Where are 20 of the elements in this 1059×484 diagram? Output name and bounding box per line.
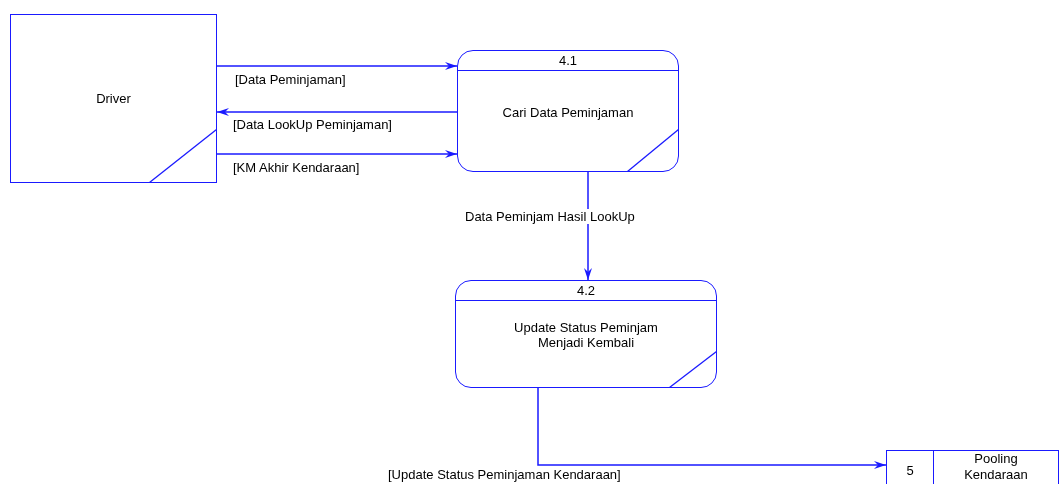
data-flow-arrow <box>216 62 458 70</box>
data-flow-arrow <box>537 387 887 469</box>
edge-label: [Update Status Peminjaman Kendaraan] <box>388 467 621 482</box>
store-name: Pooling Kendaraan <box>963 451 1029 483</box>
edge-label: [KM Akhir Kendaraan] <box>233 160 360 175</box>
process-number: 4.1 <box>558 53 578 68</box>
process-number: 4.2 <box>576 283 596 298</box>
process-name: Update Status Peminjam Menjadi Kembali <box>513 320 659 350</box>
entity-name: Driver <box>96 91 131 106</box>
edge-label: [Data Peminjaman] <box>235 72 346 87</box>
edge-label: Data Peminjam Hasil LookUp <box>465 209 635 224</box>
process-box <box>457 50 679 172</box>
data-flow-arrow <box>216 150 458 158</box>
process-name: Cari Data Peminjaman <box>502 104 634 120</box>
store-number: 5 <box>906 463 914 478</box>
edge-label: [Data LookUp Peminjaman] <box>233 117 392 132</box>
process-box <box>455 280 717 388</box>
data-flow-arrow <box>216 108 458 116</box>
external-entity-box <box>10 14 217 183</box>
data-store <box>886 450 1059 484</box>
